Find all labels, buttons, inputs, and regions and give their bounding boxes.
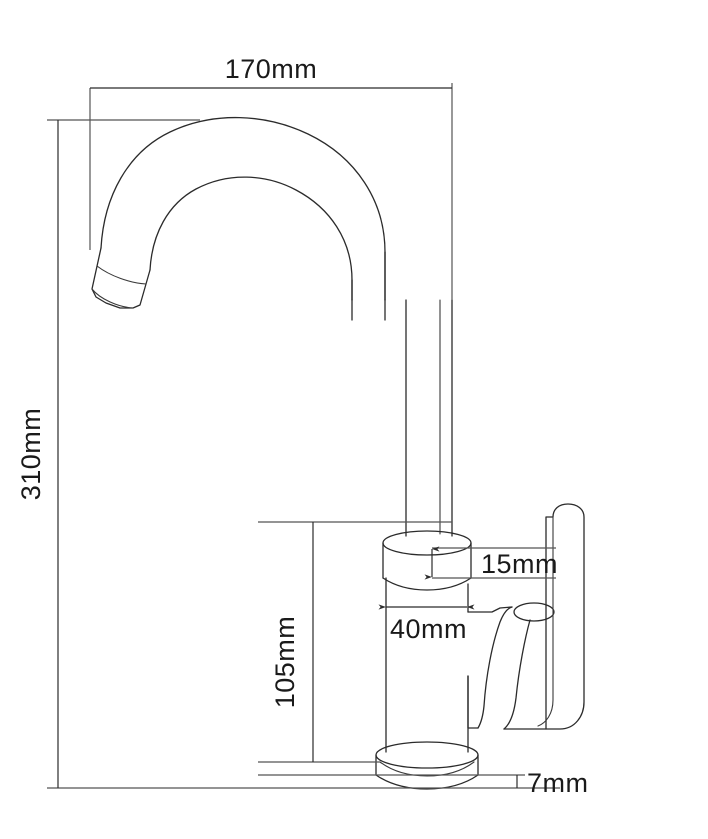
handle-lever-bar: [545, 503, 585, 730]
handle-arm-right-curve: [503, 619, 531, 730]
dimension-annotations: 170mm 310mm 105mm 40mm 15mm 7mm: [16, 54, 589, 798]
dim-label-170mm: 170mm: [225, 54, 318, 84]
collar-bottom-edge: [382, 577, 472, 591]
spout-inner-arc: [149, 176, 353, 301]
dim-label-15mm: 15mm: [481, 549, 558, 579]
handle-pivot-ellipse: [513, 602, 555, 622]
dim-label-310mm: 310mm: [16, 408, 46, 501]
base-plate-bottom-edge: [375, 774, 479, 790]
collar-top-ellipse: [382, 530, 472, 556]
handle-arm-bottom-edge: [467, 675, 479, 729]
dim-label-7mm: 7mm: [527, 768, 589, 798]
spout-tip-aerator: [91, 247, 151, 309]
dim-label-105mm: 105mm: [270, 616, 300, 709]
faucet-part-geometry: [91, 116, 585, 790]
base-plate-inner-seam: [379, 761, 475, 777]
base-plate-top-ellipse: [375, 741, 479, 769]
handle-arm-left-curve: [477, 606, 513, 729]
spout-tip-opening: [91, 288, 134, 309]
spout-outer-arc: [100, 116, 386, 301]
spout-tip-seam: [96, 265, 147, 285]
handle-arm-upper-edge: [467, 606, 513, 613]
dim-label-40mm: 40mm: [390, 614, 467, 644]
handle-lever-seam: [537, 516, 554, 727]
